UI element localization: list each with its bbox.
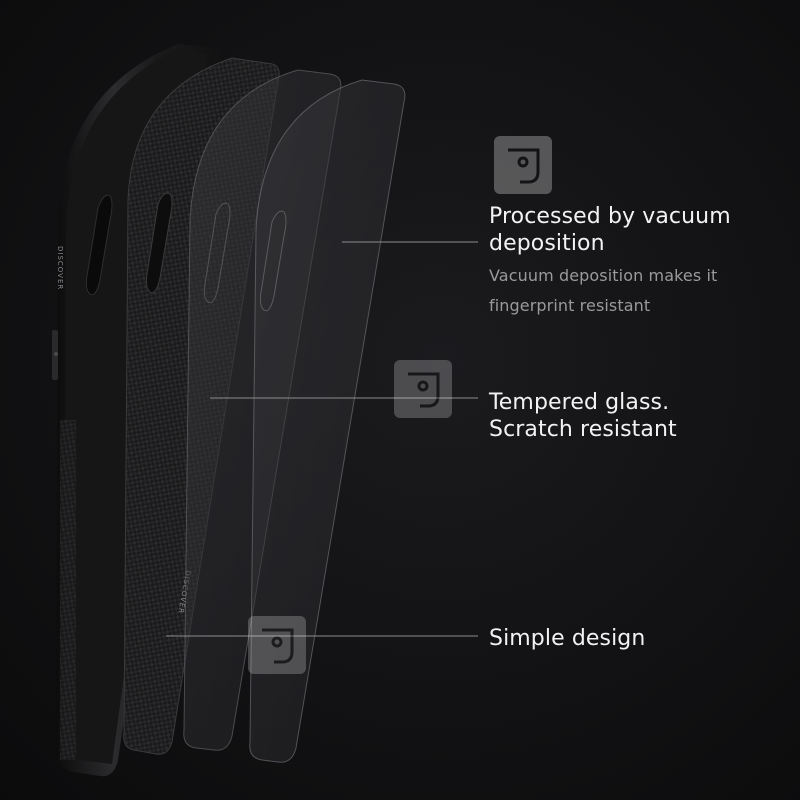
feature-vacuum-deposition: Processed by vacuum deposition Vacuum de… (489, 203, 731, 321)
watermark-logo (394, 360, 452, 418)
vacuum-coating-layer (249, 79, 406, 763)
feature-subtitle-line: Vacuum deposition makes it (489, 266, 718, 285)
feature-title: deposition (489, 231, 605, 256)
feature-title: Tempered glass. (489, 390, 670, 415)
feature-simple-design: Simple design (489, 625, 645, 652)
feature-subtitle: Vacuum deposition makes it fingerprint r… (489, 261, 731, 321)
watermark-logo (248, 616, 306, 674)
feature-tempered-glass: Tempered glass. Scratch resistant (489, 389, 677, 443)
feature-title: Scratch resistant (489, 417, 677, 442)
feature-title: Simple design (489, 626, 646, 651)
case-brand-mark: DISCOVER (56, 246, 64, 290)
feature-subtitle-line: fingerprint resistant (489, 296, 651, 315)
feature-title: Processed by vacuum (489, 204, 731, 229)
watermark-logo (494, 136, 552, 194)
